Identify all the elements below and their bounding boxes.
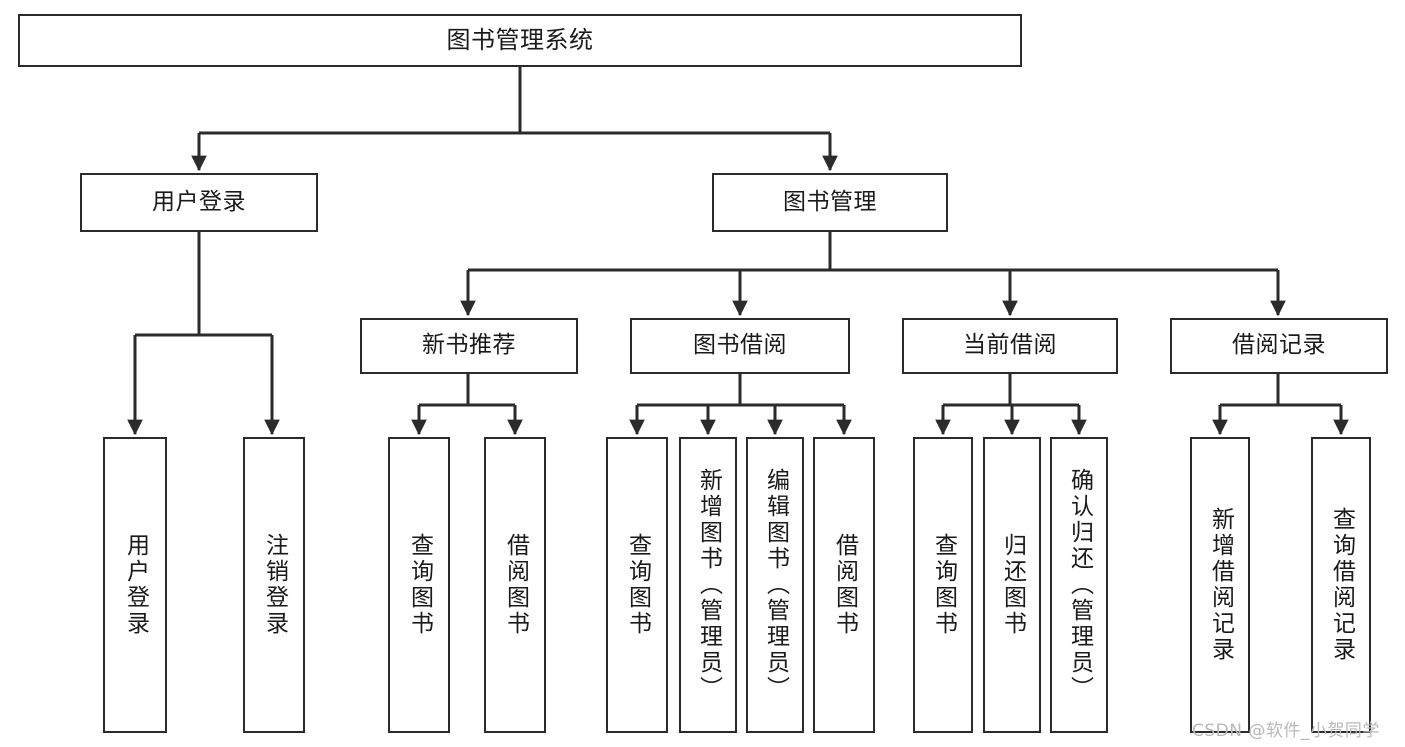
leaf-query-borrow-record-label: 查询借阅记录 (1328, 507, 1355, 663)
leaf-borrow-book-2-label: 借阅图书 (831, 533, 858, 637)
leaf-edit-book-admin-label: 编辑图书（管理员） (762, 468, 789, 702)
leaf-add-book-admin[interactable]: 新增图书（管理员） (679, 437, 737, 733)
leaf-return-book-label: 归还图书 (999, 533, 1026, 637)
leaf-query-book-2[interactable]: 查询图书 (606, 437, 668, 733)
node-current-borrow-label: 当前借阅 (963, 332, 1057, 359)
leaf-user-login-label: 用户登录 (122, 533, 149, 637)
node-book-borrow-label: 图书借阅 (693, 332, 787, 359)
leaf-borrow-book-1-label: 借阅图书 (502, 533, 529, 637)
leaf-add-borrow-record[interactable]: 新增借阅记录 (1190, 437, 1250, 733)
node-user-login-label: 用户登录 (152, 188, 246, 215)
node-borrow-record-label: 借阅记录 (1232, 332, 1326, 359)
leaf-confirm-return-admin-label: 确认归还（管理员） (1066, 468, 1093, 702)
leaf-query-borrow-record[interactable]: 查询借阅记录 (1311, 437, 1371, 733)
leaf-return-book[interactable]: 归还图书 (983, 437, 1041, 733)
node-new-book-recommend[interactable]: 新书推荐 (360, 318, 578, 374)
csdn-watermark: CSDN @软件_小贺同学 (1192, 721, 1380, 741)
node-borrow-record[interactable]: 借阅记录 (1170, 318, 1388, 374)
leaf-add-borrow-record-label: 新增借阅记录 (1207, 507, 1234, 663)
leaf-query-book-3[interactable]: 查询图书 (913, 437, 973, 733)
leaf-add-book-admin-label: 新增图书（管理员） (695, 468, 722, 702)
leaf-borrow-book-1[interactable]: 借阅图书 (484, 437, 546, 733)
leaf-query-book-1-label: 查询图书 (406, 533, 433, 637)
node-user-login[interactable]: 用户登录 (80, 173, 318, 232)
leaf-edit-book-admin[interactable]: 编辑图书（管理员） (746, 437, 804, 733)
node-new-book-recommend-label: 新书推荐 (422, 332, 516, 359)
node-root-label: 图书管理系统 (446, 26, 594, 55)
node-book-management[interactable]: 图书管理 (712, 173, 948, 232)
leaf-query-book-1[interactable]: 查询图书 (388, 437, 450, 733)
leaf-query-book-2-label: 查询图书 (624, 533, 651, 637)
node-current-borrow[interactable]: 当前借阅 (902, 318, 1118, 374)
node-root[interactable]: 图书管理系统 (18, 14, 1022, 67)
leaf-borrow-book-2[interactable]: 借阅图书 (813, 437, 875, 733)
leaf-query-book-3-label: 查询图书 (930, 533, 957, 637)
node-book-borrow[interactable]: 图书借阅 (630, 318, 850, 374)
leaf-logout[interactable]: 注销登录 (243, 437, 305, 733)
leaf-user-login[interactable]: 用户登录 (103, 437, 167, 733)
leaf-logout-label: 注销登录 (261, 533, 288, 637)
leaf-confirm-return-admin[interactable]: 确认归还（管理员） (1050, 437, 1108, 733)
node-book-management-label: 图书管理 (783, 188, 877, 215)
